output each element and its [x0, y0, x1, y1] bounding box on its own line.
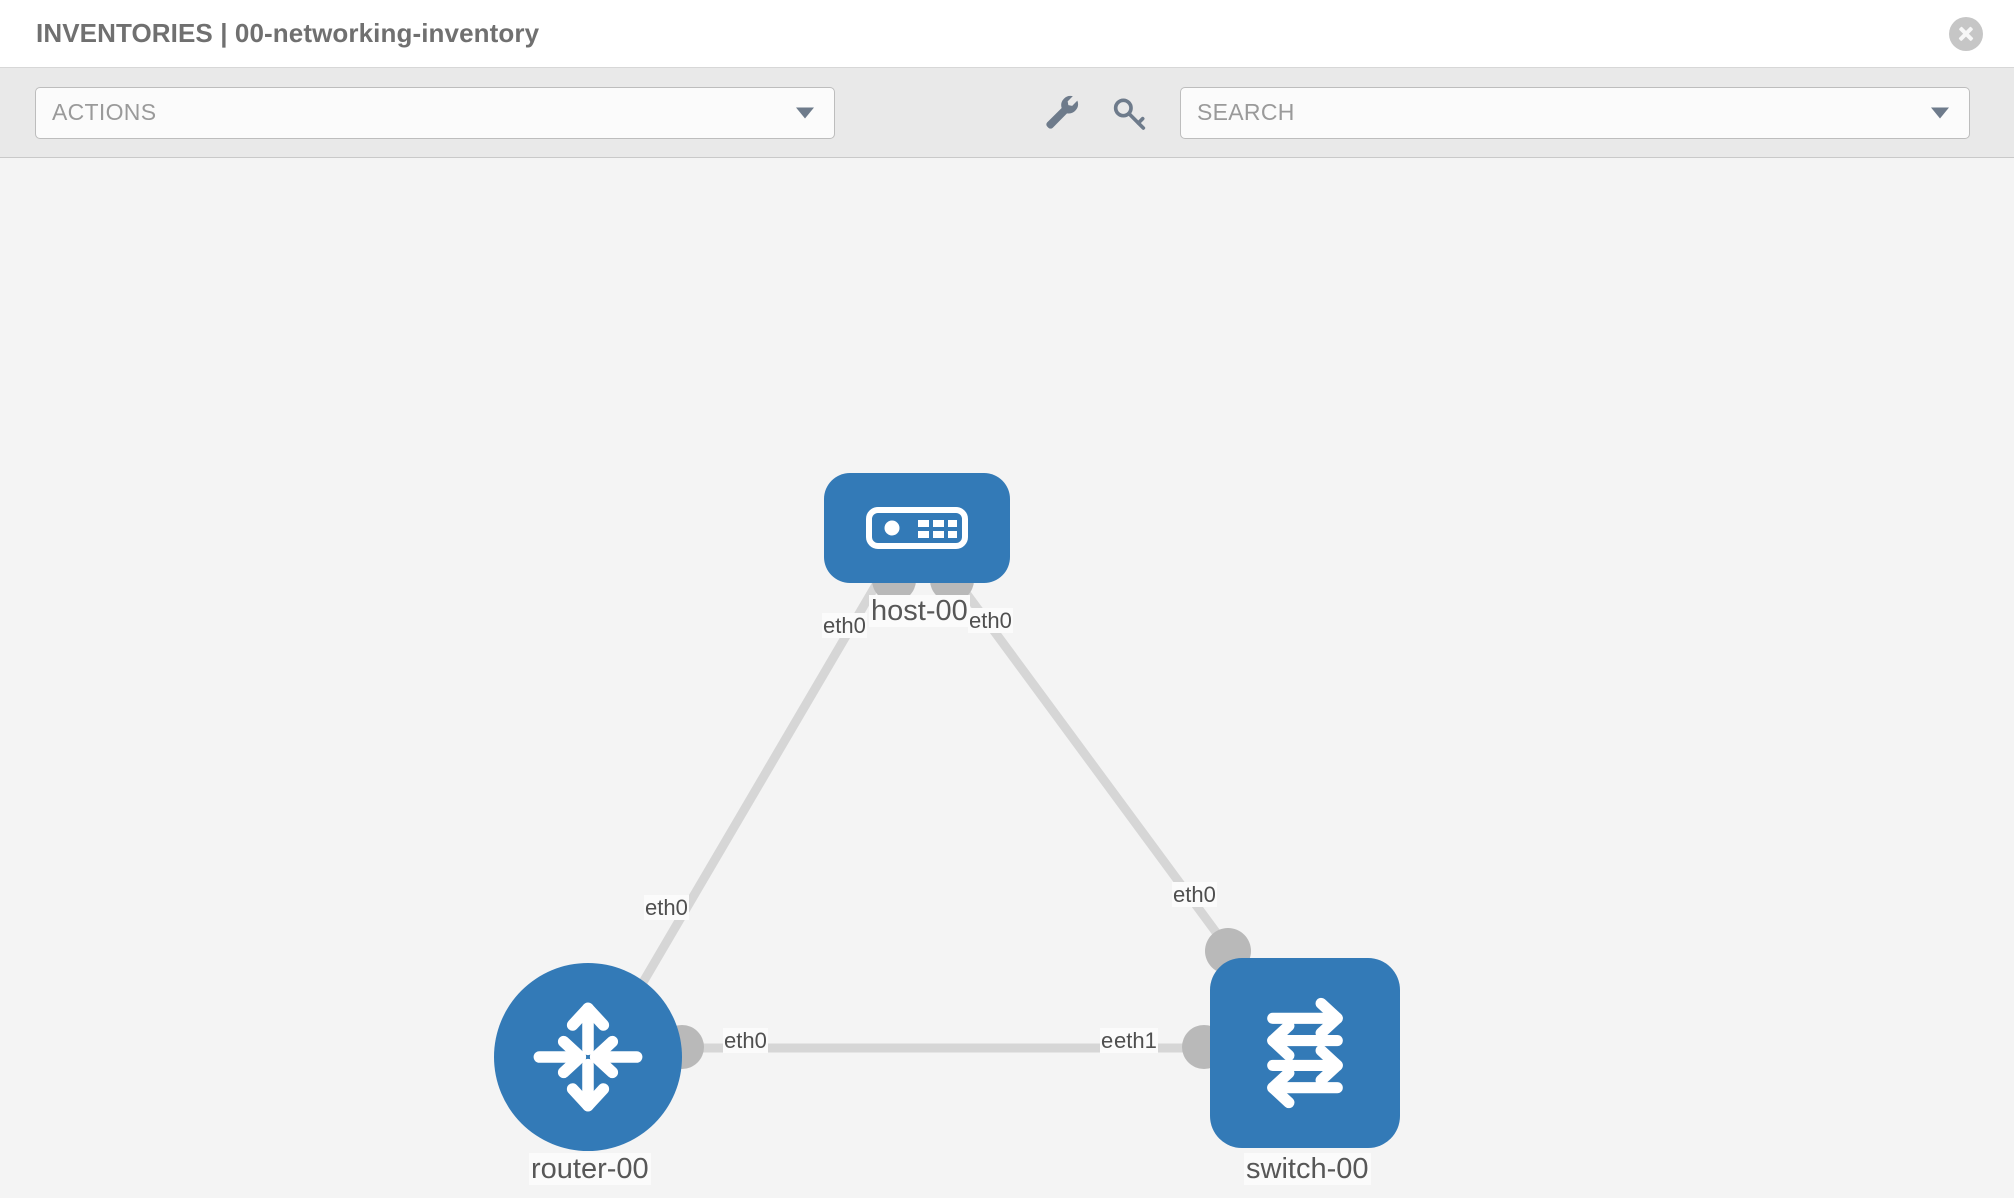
server-icon: [866, 507, 968, 549]
search-input[interactable]: SEARCH: [1180, 86, 1970, 139]
chevron-down-icon: [796, 107, 814, 118]
node-switch-00-shape: [1210, 958, 1400, 1148]
topology-links: router-00 --> switch-00 --> switch-00 --…: [621, 575, 1239, 1053]
iface-label-host00-right: eth0: [968, 608, 1013, 634]
link-host00-router00: [621, 575, 884, 1016]
search-placeholder: SEARCH: [1197, 99, 1295, 125]
wrench-icon[interactable]: [1040, 91, 1084, 135]
close-icon[interactable]: [1949, 16, 1983, 51]
key-icon[interactable]: [1108, 91, 1152, 135]
page-title: INVENTORIES | 00-networking-inventory: [36, 18, 540, 48]
node-router-00-shape: [494, 963, 682, 1151]
actions-dropdown[interactable]: ACTIONS: [35, 86, 835, 139]
switch-icon: [1267, 997, 1343, 1109]
iface-label-switch00-left-b: eth1: [1113, 1028, 1158, 1054]
node-label-router-00: router-00: [529, 1153, 651, 1186]
iface-label-switch00-up: eth0: [1172, 882, 1217, 908]
router-icon: [533, 1002, 643, 1112]
node-host-00-shape: [824, 473, 1010, 583]
toolbar: ACTIONS SEARCH: [0, 68, 2014, 158]
chevron-down-icon: [1931, 107, 1949, 118]
node-label-switch-00: switch-00: [1244, 1153, 1371, 1186]
node-switch-00[interactable]: [1210, 958, 1400, 1148]
iface-label-router00-up: eth0: [644, 895, 689, 921]
actions-dropdown-label: ACTIONS: [52, 99, 157, 125]
iface-label-host00-left: eth0: [822, 613, 867, 639]
topology-canvas[interactable]: router-00 --> switch-00 --> switch-00 --…: [0, 158, 2014, 1198]
iface-label-router00-right: eth0: [723, 1028, 768, 1054]
page-header: INVENTORIES | 00-networking-inventory: [0, 0, 2014, 68]
node-router-00[interactable]: [494, 963, 682, 1151]
node-label-host-00: host-00: [869, 595, 970, 628]
node-host-00[interactable]: [824, 473, 1010, 583]
